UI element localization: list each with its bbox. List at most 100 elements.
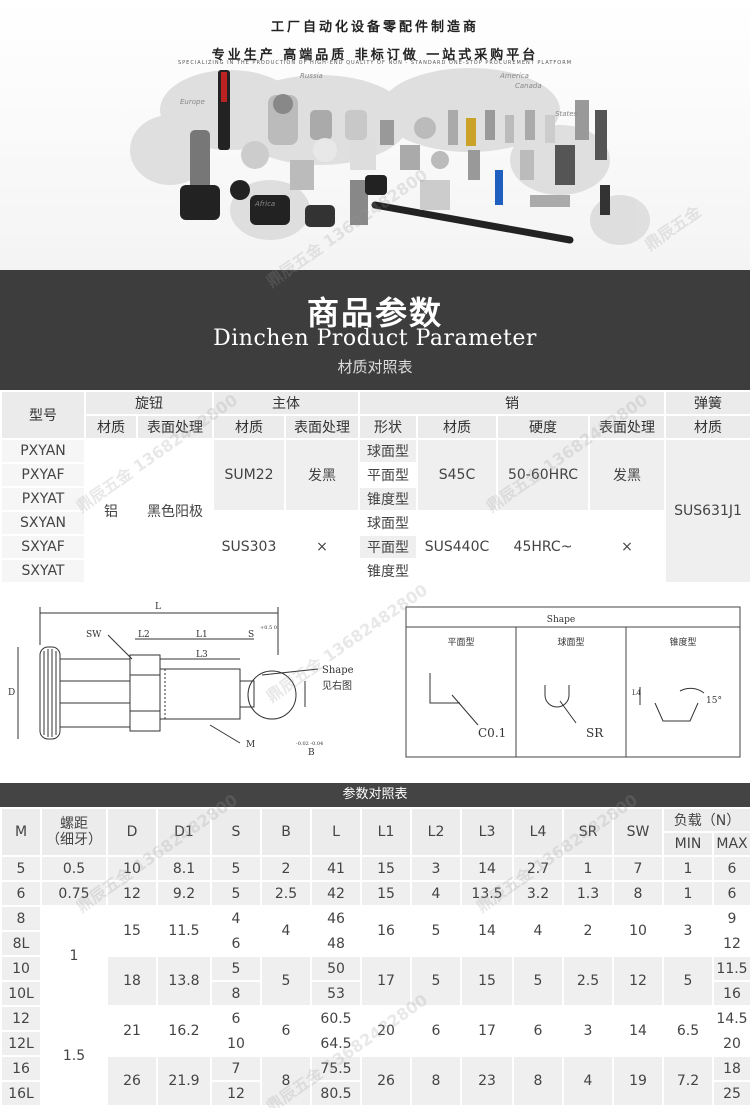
section-title-en: Dinchen Product Parameter <box>213 326 537 351</box>
cell: 16.2 <box>156 1005 212 1057</box>
cell: 0.75 <box>40 880 108 907</box>
material-table: 型号 旋钮 主体 销 弹簧 材质 表面处理 材质 表面处理 形状 材质 硬度 表… <box>0 390 750 584</box>
cell: 12 <box>711 930 750 957</box>
cell: 46 <box>310 905 362 932</box>
header-hardness: 硬度 <box>496 414 590 440</box>
map-label: Europe <box>180 98 205 106</box>
dim-label: L1 <box>196 630 208 640</box>
cell: 60.5 <box>310 1005 362 1032</box>
model-cell: PXYAF <box>0 462 86 488</box>
header-body: 主体 <box>212 390 360 416</box>
cell: 13.8 <box>156 955 212 1007</box>
cell: 5 <box>410 955 462 1007</box>
cell: 13.5 <box>460 880 514 907</box>
cell: 15 <box>360 880 412 907</box>
cell: 6 <box>210 930 262 957</box>
cell: 4 <box>512 905 564 957</box>
cell: 23 <box>460 1055 514 1107</box>
cell: 9 <box>711 905 750 932</box>
header-surface: 表面处理 <box>588 414 666 440</box>
cell: 15 <box>360 855 412 882</box>
taper-angle-label: 15° <box>706 696 722 706</box>
header-min: MIN <box>662 831 714 857</box>
header-L4: L4 <box>512 807 564 857</box>
plunger-drawing <box>17 607 319 744</box>
shape-box <box>405 606 741 758</box>
cell: 64.5 <box>310 1030 362 1057</box>
body-material-cell: SUM22 <box>212 438 286 512</box>
cell: 25 <box>711 1080 750 1107</box>
cell: 16 <box>711 980 750 1007</box>
header-SR: SR <box>562 807 614 857</box>
map-label: Canada <box>515 82 542 90</box>
header-material: 材质 <box>664 414 750 440</box>
cell: 6 <box>260 1005 312 1057</box>
cell: 8 <box>512 1055 564 1107</box>
shape-note: 见右图 <box>322 679 352 692</box>
cell: 6 <box>711 880 750 907</box>
cell: 10 <box>106 855 158 882</box>
cell: 26 <box>360 1055 412 1107</box>
cell: 20 <box>360 1005 412 1057</box>
cell: 4 <box>562 1055 614 1107</box>
cell: 14 <box>612 1005 664 1057</box>
header-D: D <box>106 807 158 857</box>
cell: 20 <box>711 1030 750 1057</box>
shape-flat-label: 平面型 <box>447 637 474 648</box>
cell: 12 <box>612 955 664 1007</box>
cell: 8 <box>260 1055 312 1107</box>
cell: 12 <box>0 1005 42 1032</box>
cell: 1 <box>40 905 108 1007</box>
model-cell: SXYAN <box>0 510 86 536</box>
cell: 8 <box>0 905 42 932</box>
cell: 6 <box>410 1005 462 1057</box>
dim-label: D <box>8 688 15 698</box>
drawing-labels: L SW L2 L1 S +0.5 0 L3 D M B -0.02 -0.04… <box>8 602 354 758</box>
cell: 1 <box>662 880 714 907</box>
cell: 17 <box>460 1005 514 1057</box>
cell: 16L <box>0 1080 42 1107</box>
shape-cell: 锥度型 <box>358 486 418 512</box>
cell: 9.2 <box>156 880 212 907</box>
cell: 1.5 <box>40 1005 108 1107</box>
header-pin: 销 <box>358 390 666 416</box>
cell: 8L <box>0 930 42 957</box>
map-label: States <box>555 110 578 118</box>
cell: 5 <box>662 955 714 1007</box>
dim-label: M <box>246 740 255 750</box>
cell: 26 <box>106 1055 158 1107</box>
section-header: 商品参数 Dinchen Product Parameter 材质对照表 <box>0 270 750 390</box>
model-cell: SXYAF <box>0 534 86 560</box>
dim-label: S <box>248 630 254 640</box>
ball-dim-label: SR <box>586 726 604 740</box>
cell: 1 <box>562 855 614 882</box>
cell: 1.3 <box>562 880 614 907</box>
cell: 7.2 <box>662 1055 714 1107</box>
cell: 10L <box>0 980 42 1007</box>
cell: 14 <box>460 855 514 882</box>
cell: 3 <box>562 1005 614 1057</box>
header-L2: L2 <box>410 807 462 857</box>
map-label: Africa <box>254 200 275 208</box>
spring-material-cell: SUS631J1 <box>664 438 750 584</box>
cell: 75.5 <box>310 1055 362 1082</box>
cell: 12 <box>106 880 158 907</box>
cell: 7 <box>210 1055 262 1082</box>
parts-illustration <box>180 70 610 244</box>
header-material: 材质 <box>416 414 498 440</box>
dim-label: L3 <box>196 650 208 660</box>
flat-dim-label: C0.1 <box>478 726 506 740</box>
cell: 18 <box>711 1055 750 1082</box>
technical-drawing: L SW L2 L1 S +0.5 0 L3 D M B -0.02 -0.04… <box>8 602 741 758</box>
cell: 10 <box>210 1030 262 1057</box>
map-labels: Russia Europe Canada States America Afri… <box>180 72 578 208</box>
cell: 12L <box>0 1030 42 1057</box>
table-row: 8 1 15 11.5 4 4 46 16 5 14 4 2 10 3 9 <box>0 905 750 1007</box>
cell: 12 <box>210 1080 262 1107</box>
cell: 6 <box>711 855 750 882</box>
cell: 8.1 <box>156 855 212 882</box>
shape-box-title: Shape <box>547 615 575 625</box>
map-label: America <box>499 72 529 80</box>
cell: 3.2 <box>512 880 564 907</box>
param-table-title: 参数对照表 <box>0 783 750 807</box>
